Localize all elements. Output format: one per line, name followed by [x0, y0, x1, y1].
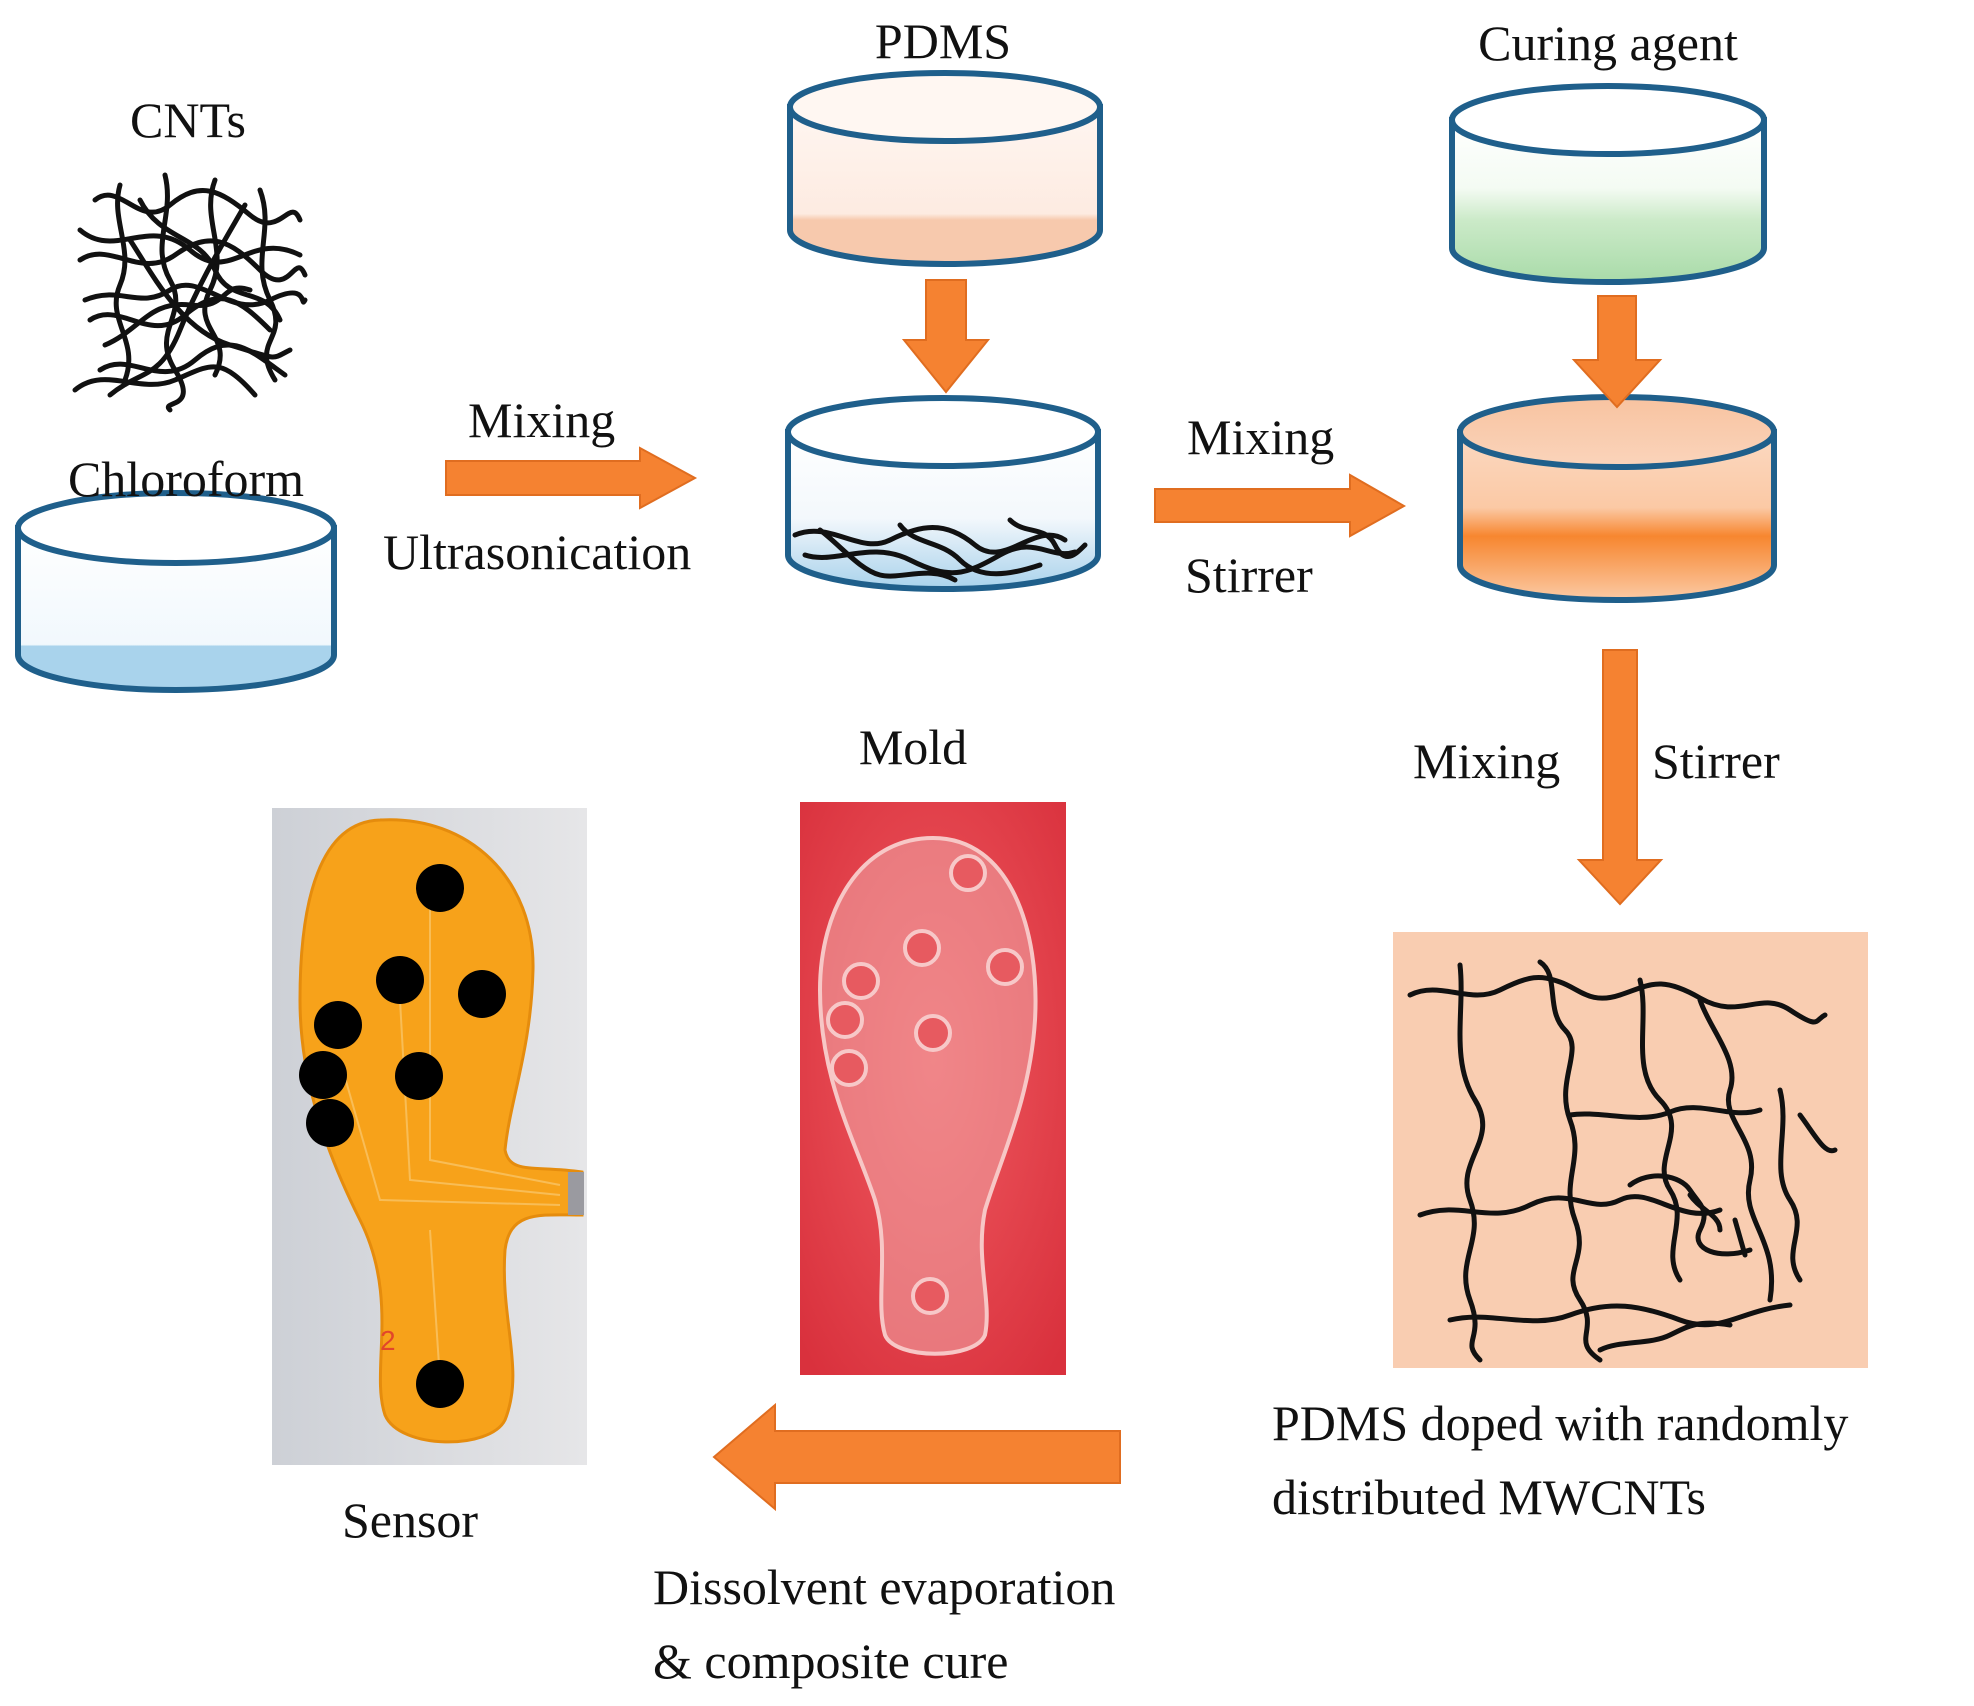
arrow-right-1 — [445, 446, 698, 510]
dispersed-cnt-icon — [792, 517, 1088, 583]
pdms-mwcnt-composite-panel — [1393, 932, 1868, 1368]
pdms-mixture-beaker — [1457, 394, 1777, 603]
mixing-label-2: Mixing — [1187, 409, 1335, 465]
cnts-label: CNTs — [130, 92, 246, 148]
arrow-right-2 — [1154, 473, 1407, 538]
mold-label: Mold — [858, 719, 968, 775]
stirrer-label-3: Stirrer — [1652, 733, 1780, 789]
arrow-down-pdms — [901, 279, 991, 394]
cure-label-line2: & composite cure — [653, 1633, 1009, 1689]
cure-label-line1: Dissolvent evaporation — [653, 1559, 1116, 1615]
arrow-left-cure — [712, 1402, 1121, 1512]
composite-label-line2: distributed MWCNTs — [1272, 1469, 1706, 1525]
chloroform-beaker — [15, 490, 337, 693]
curing-agent-label: Curing agent — [1478, 15, 1738, 71]
cnt-chloroform-mixture-beaker — [785, 395, 1101, 592]
pdms-beaker — [787, 70, 1103, 267]
composite-label-line1: PDMS doped with randomly — [1272, 1395, 1849, 1451]
sensor-label: Sensor — [341, 1492, 479, 1548]
mixing-label-3: Mixing — [1413, 733, 1561, 789]
mold-photo — [800, 802, 1066, 1375]
mixing-label-1: Mixing — [468, 392, 616, 448]
chloroform-label: Chloroform — [67, 451, 305, 507]
cnt-tangle-icon — [72, 172, 308, 413]
curing-agent-beaker — [1449, 83, 1767, 285]
sensor-mark-number: 2 — [380, 1325, 396, 1356]
pdms-label: PDMS — [874, 13, 1012, 69]
arrow-down-composite — [1576, 649, 1664, 906]
arrow-down-curing — [1571, 295, 1663, 409]
sensor-photo: 2 — [272, 808, 587, 1465]
stirrer-label-2: Stirrer — [1185, 547, 1313, 603]
ultrasonication-label: Ultrasonication — [383, 524, 692, 580]
